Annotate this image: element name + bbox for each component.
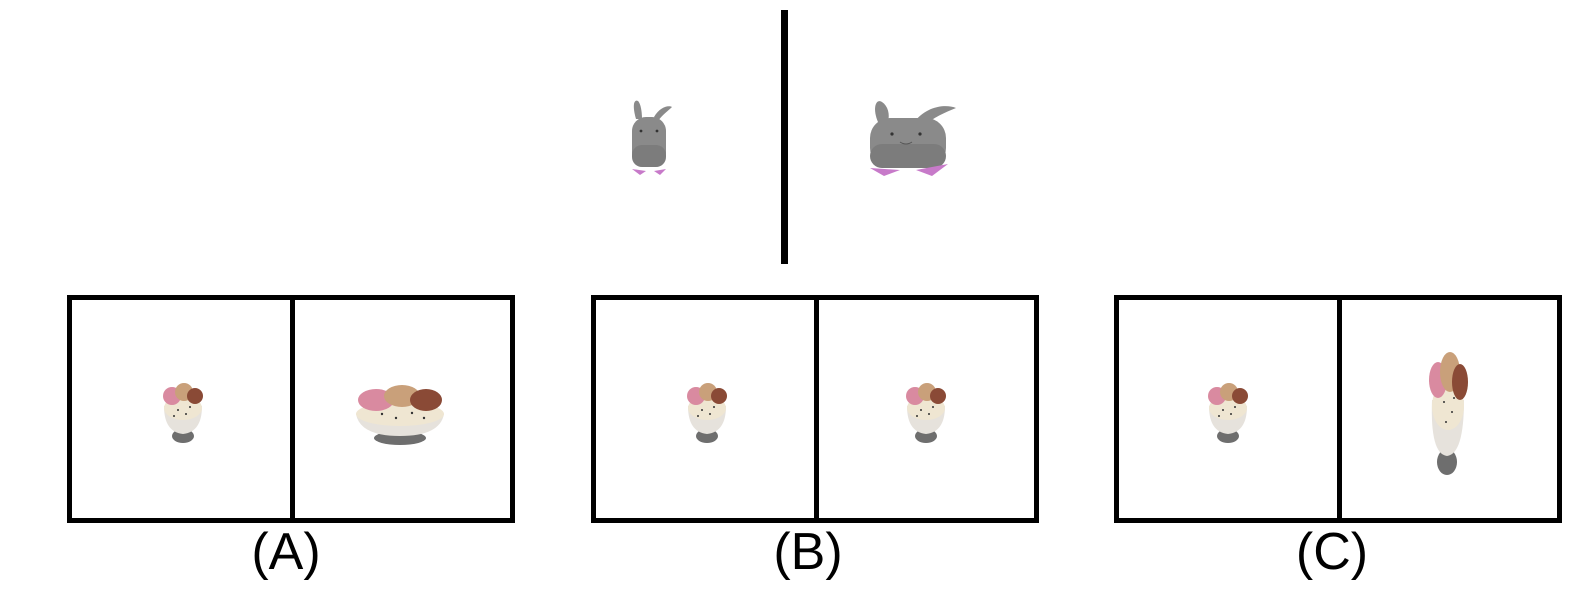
ice-cream-bowl-icon xyxy=(906,383,946,443)
option-a-left-cell xyxy=(72,300,290,518)
option-c-left-cell xyxy=(1119,300,1337,518)
ice-cream-bowl-icon xyxy=(163,383,203,443)
option-b-label: (B) xyxy=(773,523,843,581)
ice-cream-bowl-icon xyxy=(687,383,727,443)
option-c-divider xyxy=(1337,300,1342,518)
option-b-panel[interactable] xyxy=(591,295,1039,523)
ice-cream-bowl-wide-icon xyxy=(356,385,444,445)
option-c-panel[interactable] xyxy=(1114,295,1562,523)
reference-right-image xyxy=(866,98,958,180)
option-b-left-cell xyxy=(596,300,814,518)
option-a-panel[interactable] xyxy=(67,295,515,523)
option-b-divider xyxy=(814,300,819,518)
option-b-right-cell xyxy=(819,300,1034,518)
option-a-label: (A) xyxy=(251,523,321,581)
option-c-right-cell xyxy=(1342,300,1557,518)
ice-cream-bowl-tall-icon xyxy=(1429,352,1468,475)
option-c-label: (C) xyxy=(1295,523,1369,581)
option-a-right-cell xyxy=(295,300,510,518)
reference-left-image xyxy=(620,95,682,179)
gray-bunny-wide-icon xyxy=(870,101,956,176)
ice-cream-bowl-icon xyxy=(1208,383,1248,443)
reference-divider xyxy=(781,10,788,264)
gray-bunny-icon xyxy=(632,100,672,175)
option-a-divider xyxy=(290,300,295,518)
